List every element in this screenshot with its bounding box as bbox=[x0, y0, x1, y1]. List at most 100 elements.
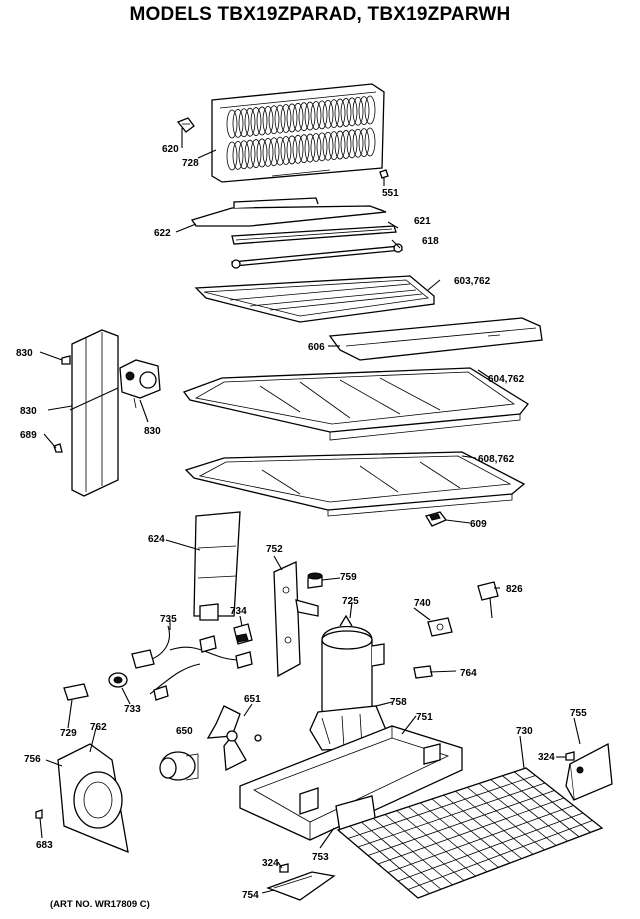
label-758: 758 bbox=[390, 697, 407, 708]
coil-loop bbox=[352, 96, 364, 126]
label-683: 683 bbox=[36, 840, 53, 851]
coil-loop bbox=[304, 133, 316, 163]
label-608-762: 608,762 bbox=[478, 454, 515, 465]
coil-loop bbox=[352, 128, 364, 158]
condenser-wire bbox=[387, 805, 574, 873]
label-603-762: 603,762 bbox=[454, 276, 491, 287]
condenser-wire bbox=[377, 797, 565, 865]
label-324-foot: 324 bbox=[262, 858, 279, 869]
label-830-plug: 830 bbox=[16, 348, 33, 359]
clip-620 bbox=[176, 117, 195, 133]
clamp-740 bbox=[427, 617, 453, 637]
coil-loop bbox=[292, 134, 304, 164]
label-621: 621 bbox=[414, 216, 431, 227]
coil-loop bbox=[298, 134, 310, 164]
relay-734 bbox=[233, 623, 253, 645]
condenser-wire bbox=[347, 775, 536, 839]
coil-loop bbox=[298, 102, 310, 132]
coil-loop bbox=[256, 138, 268, 168]
label-751: 751 bbox=[416, 712, 433, 723]
label-622: 622 bbox=[154, 228, 171, 239]
leader-lines bbox=[39, 128, 581, 894]
coil-loop bbox=[232, 140, 244, 170]
coil-loop bbox=[358, 96, 370, 126]
coil-loop bbox=[316, 100, 328, 130]
coil-loop bbox=[334, 130, 346, 160]
coil-loop bbox=[250, 139, 262, 168]
label-733: 733 bbox=[124, 704, 141, 715]
screw-683 bbox=[35, 809, 43, 819]
capacitor-729 bbox=[63, 683, 89, 701]
drain-trough-622 bbox=[190, 197, 387, 227]
label-551: 551 bbox=[382, 188, 399, 199]
coil-loop bbox=[334, 98, 346, 128]
page-title: MODELS TBX19ZPARAD, TBX19ZPARWH bbox=[129, 4, 511, 25]
label-689: 689 bbox=[20, 430, 37, 441]
coil-loop bbox=[238, 108, 250, 138]
coil-loop bbox=[262, 105, 274, 135]
screw-324 bbox=[565, 751, 575, 761]
label-734: 734 bbox=[230, 606, 247, 617]
fan-blade-651 bbox=[206, 705, 262, 772]
label-762: 762 bbox=[90, 722, 107, 733]
bracket-755 bbox=[565, 742, 613, 801]
coil-loop bbox=[286, 103, 298, 133]
condenser-wire bbox=[357, 782, 546, 848]
coil-loop bbox=[328, 131, 340, 161]
label-740: 740 bbox=[414, 598, 431, 609]
coil-loop bbox=[244, 139, 256, 169]
label-830-control: 830 bbox=[144, 426, 161, 437]
condenser-wire bbox=[407, 820, 593, 890]
plug-830 bbox=[61, 355, 71, 365]
coil-loop bbox=[256, 106, 268, 136]
label-650: 650 bbox=[176, 726, 193, 737]
label-764: 764 bbox=[460, 668, 477, 679]
coil-loop bbox=[364, 95, 376, 125]
rod-618 bbox=[230, 243, 404, 269]
coil-loop bbox=[346, 129, 358, 159]
coil-loop bbox=[328, 99, 340, 129]
coil-loop bbox=[274, 104, 286, 134]
coil-loop bbox=[280, 136, 292, 165]
evaporator-coil bbox=[211, 83, 385, 183]
coil-loop bbox=[274, 136, 286, 166]
bracket-752 bbox=[273, 561, 319, 678]
coil-loop bbox=[316, 132, 328, 162]
panel-624 bbox=[193, 511, 241, 621]
coil-loop bbox=[268, 105, 280, 135]
fan-shroud-756 bbox=[57, 743, 129, 854]
coil-loop bbox=[292, 102, 304, 132]
label-753: 753 bbox=[312, 852, 329, 863]
damper-control-830 bbox=[119, 359, 161, 409]
pan-608 bbox=[184, 451, 526, 517]
condenser-wire bbox=[397, 812, 584, 882]
condenser-wire bbox=[367, 790, 555, 856]
label-606: 606 bbox=[308, 342, 325, 353]
fitting-764 bbox=[413, 665, 433, 679]
tray-604 bbox=[182, 367, 529, 441]
part-labels: 620 728 551 622 621 618 603,762 606 830 … bbox=[16, 144, 587, 901]
grommet-759 bbox=[307, 572, 323, 589]
coil-loop bbox=[310, 133, 322, 162]
fan-motor-650 bbox=[159, 751, 199, 781]
coil-loop bbox=[322, 131, 334, 161]
coil-loop bbox=[232, 108, 244, 138]
duct-830 bbox=[69, 329, 119, 497]
coil-loop bbox=[244, 107, 256, 137]
base-frame-751 bbox=[239, 725, 463, 841]
coil-loop bbox=[286, 135, 298, 165]
bracket-609 bbox=[425, 511, 448, 527]
coil-loop bbox=[358, 128, 370, 158]
rail-621 bbox=[231, 225, 397, 245]
label-729: 729 bbox=[60, 728, 77, 739]
coil-loop bbox=[364, 127, 376, 157]
art-number: (ART NO. WR17809 C) bbox=[50, 899, 150, 910]
coil-loop bbox=[262, 137, 274, 167]
label-725: 725 bbox=[342, 596, 359, 607]
shelf-603 bbox=[194, 275, 435, 323]
label-651: 651 bbox=[244, 694, 261, 705]
label-604-762: 604,762 bbox=[488, 374, 525, 385]
label-756: 756 bbox=[24, 754, 41, 765]
condenser-730 bbox=[336, 767, 604, 899]
